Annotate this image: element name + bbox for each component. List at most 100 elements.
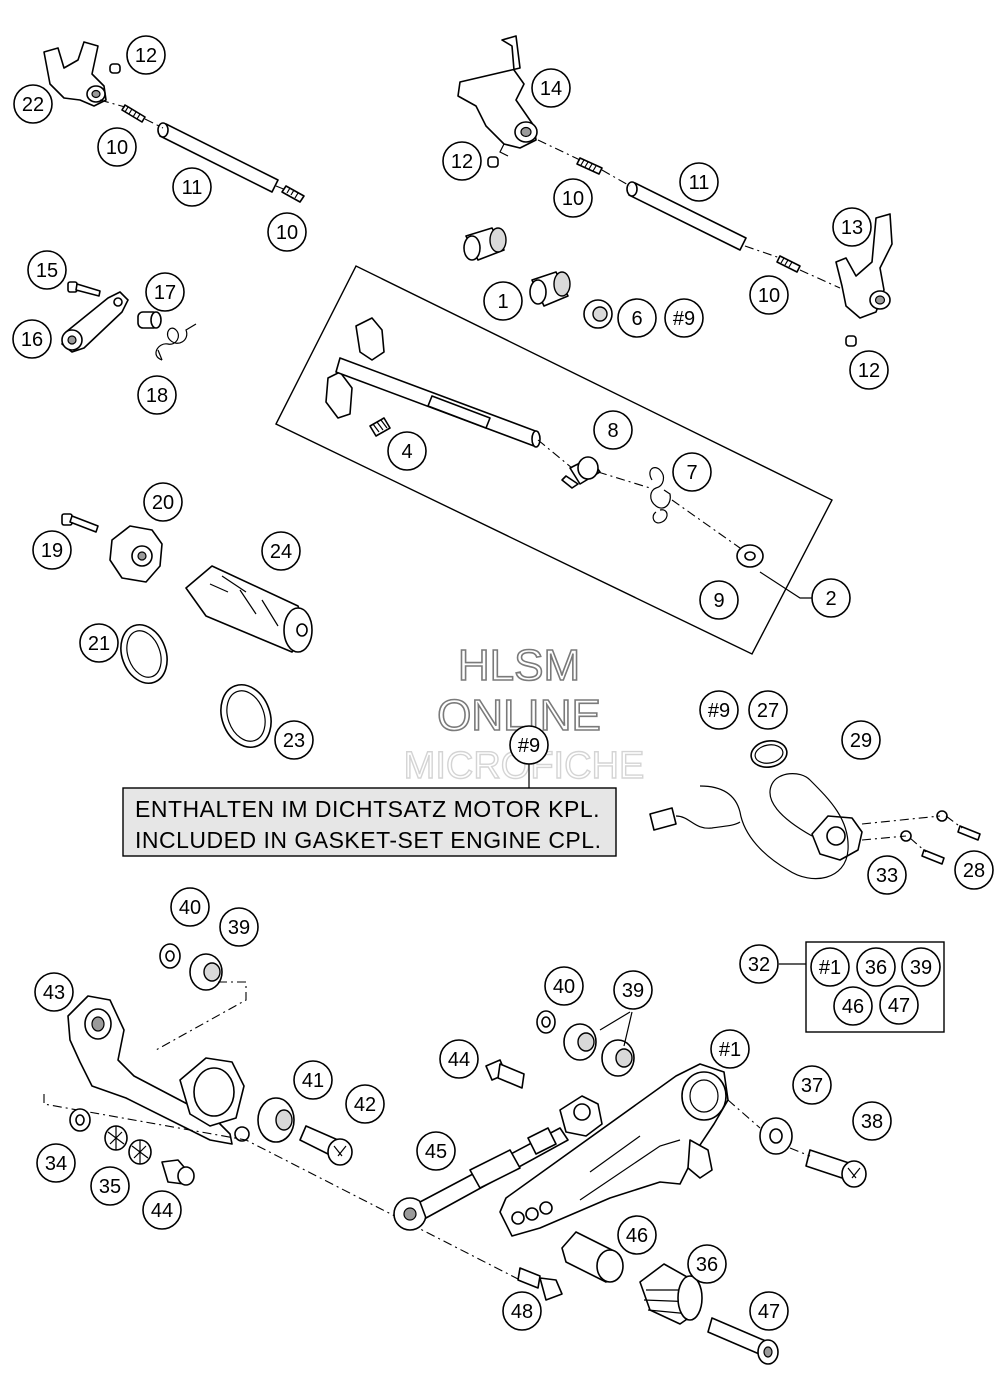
- needle-bearing-1b: [529, 271, 571, 307]
- callout-label: 23: [283, 730, 305, 752]
- shift-fork-14: [457, 35, 538, 157]
- callout-circle: [672, 452, 712, 492]
- callout-circle: [172, 167, 212, 207]
- callout-circle: [32, 530, 72, 570]
- shift-fork-13: [835, 213, 893, 319]
- callout-label: 46: [626, 1225, 648, 1247]
- gear-position-sensor-29: [649, 773, 863, 880]
- callout-38: 38: [852, 1101, 892, 1141]
- callout-circle: [593, 410, 633, 450]
- callout-label: 8: [607, 420, 618, 442]
- callout-circle: [710, 1029, 750, 1069]
- callout-23: 23: [274, 720, 314, 760]
- pivot-bolt-42: [299, 1125, 353, 1166]
- fork-shaft-11b: [626, 181, 747, 251]
- callout-label: 43: [43, 982, 65, 1004]
- callout-circle: [954, 850, 994, 890]
- callout-label: 18: [146, 385, 168, 407]
- callout-48: 48: [502, 1291, 542, 1331]
- callout-circle: [143, 482, 183, 522]
- callout-circle: [293, 1060, 333, 1100]
- callout-label: 1: [497, 291, 508, 313]
- callout-label: 35: [99, 1176, 121, 1198]
- callout-label: 29: [850, 730, 872, 752]
- gasket-set-note: ENTHALTEN IM DICHTSATZ MOTOR KPL. INCLUD…: [122, 787, 617, 857]
- callout-label: 40: [179, 897, 201, 919]
- callout-label: 46: [842, 996, 864, 1018]
- spring-10a: [121, 104, 146, 123]
- callout-29: 29: [841, 720, 881, 760]
- callout-circle: [792, 1065, 832, 1105]
- callout-circle: [267, 212, 307, 252]
- shift-fork-22: [43, 41, 107, 107]
- callout-circle: [699, 690, 739, 730]
- callout-9a: #9: [664, 298, 704, 338]
- callout-circle: [811, 578, 851, 618]
- callout-11b: 11: [679, 162, 719, 202]
- callout-8: 8: [593, 410, 633, 450]
- sleeve-17: [137, 311, 162, 329]
- callout-circle: [142, 1190, 182, 1230]
- callout-47a: 47: [749, 1291, 789, 1331]
- callout-circle: [483, 281, 523, 321]
- callout-circle: [137, 375, 177, 415]
- callout-15: 15: [27, 250, 67, 290]
- callout-circle: [901, 947, 941, 987]
- callout-circle: [261, 531, 301, 571]
- shift-drum-locating-20: [109, 525, 163, 583]
- callout-label: 44: [151, 1200, 173, 1222]
- shift-fork-pin-12a: [109, 63, 121, 74]
- torsion-spring-18: [155, 323, 197, 361]
- bearing-21: [120, 624, 168, 684]
- callout-circle: [749, 1291, 789, 1331]
- callout-33: 33: [867, 855, 907, 895]
- callout-circle: [553, 178, 593, 218]
- callout-39a: 39: [219, 907, 259, 947]
- callout-circle: [867, 855, 907, 895]
- callout-label: 4: [401, 441, 412, 463]
- callout-12a: 12: [126, 35, 166, 75]
- callout-label: 12: [858, 360, 880, 382]
- needle-bearing-1a: [463, 227, 507, 261]
- callout-label: 36: [696, 1254, 718, 1276]
- callout-10c: 10: [553, 178, 593, 218]
- bearing-23: [220, 684, 272, 748]
- rubber-boot-36: [639, 1263, 703, 1325]
- callout-40a: 40: [170, 887, 210, 927]
- callout-34: 34: [36, 1143, 76, 1183]
- callout-circle: [145, 272, 185, 312]
- washer-40a: [159, 943, 181, 969]
- kit-32-frame: [805, 941, 945, 1033]
- callout-label: 21: [88, 633, 110, 655]
- callout-12c: 12: [849, 350, 889, 390]
- callout-circle: [687, 1244, 727, 1284]
- spring-10d: [776, 255, 801, 273]
- washer-9: [736, 544, 764, 568]
- callout-label: 36: [865, 957, 887, 979]
- callout-circle: [852, 1101, 892, 1141]
- washer-40b: [536, 1010, 556, 1034]
- callout-circle: [617, 1215, 657, 1255]
- callout-41: 41: [293, 1060, 333, 1100]
- callout-circle: [345, 1084, 385, 1124]
- callout-label: #9: [673, 308, 695, 330]
- callout-label: 6: [631, 308, 642, 330]
- callout-label: 47: [888, 995, 910, 1017]
- callout-circle: [664, 298, 704, 338]
- callout-label: 10: [562, 188, 584, 210]
- o-ring-27: [750, 740, 788, 768]
- callout-10b: 10: [267, 212, 307, 252]
- callout-circle: [13, 84, 53, 124]
- shift-shaft-assembly-frame: [275, 265, 833, 655]
- callout-circle: [748, 690, 788, 730]
- shift-fork-pin-12c: [845, 335, 857, 347]
- bearing-39a: [189, 953, 223, 991]
- callout-label: #1: [819, 957, 841, 979]
- callout-label: 27: [757, 700, 779, 722]
- callout-label: 19: [41, 540, 63, 562]
- callout-20: 20: [143, 482, 183, 522]
- callout-circle: [219, 907, 259, 947]
- callout-36b: 36: [856, 947, 896, 987]
- lock-washer-35: [104, 1125, 152, 1165]
- callout-circle: [841, 720, 881, 760]
